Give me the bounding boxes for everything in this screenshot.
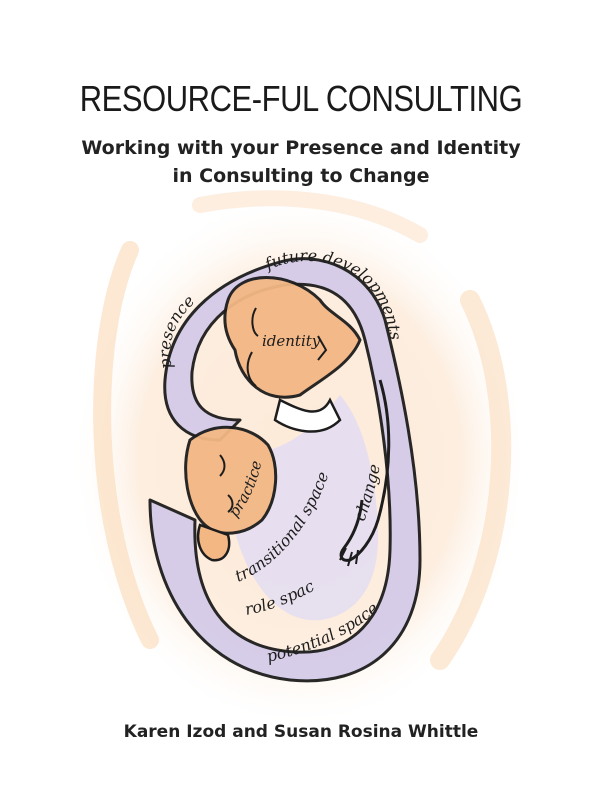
book-title: RESOURCE-FUL CONSULTING bbox=[79, 78, 523, 119]
halo-stroke bbox=[192, 190, 428, 243]
change-arm bbox=[339, 379, 391, 562]
book-subtitle-line-2: in Consulting to Change bbox=[172, 165, 430, 187]
halo-stroke bbox=[430, 290, 512, 670]
inner-space bbox=[225, 395, 379, 621]
practice-eye bbox=[227, 494, 234, 513]
book-authors: Karen Izod and Susan Rosina Whittle bbox=[123, 722, 479, 742]
label-identity: identity bbox=[262, 332, 321, 350]
practice-hand bbox=[196, 523, 231, 562]
identity-eye bbox=[251, 307, 259, 337]
identity-nose bbox=[317, 335, 328, 361]
neck-link bbox=[273, 397, 342, 433]
identity-face bbox=[223, 276, 362, 399]
practice-face bbox=[184, 425, 278, 535]
practice-eye bbox=[219, 454, 226, 477]
book-subtitle-line-1: Working with your Presence and Identity bbox=[81, 137, 521, 159]
halo-stroke bbox=[93, 241, 159, 649]
hand-fingers bbox=[339, 547, 359, 567]
identity-eye bbox=[246, 351, 257, 387]
